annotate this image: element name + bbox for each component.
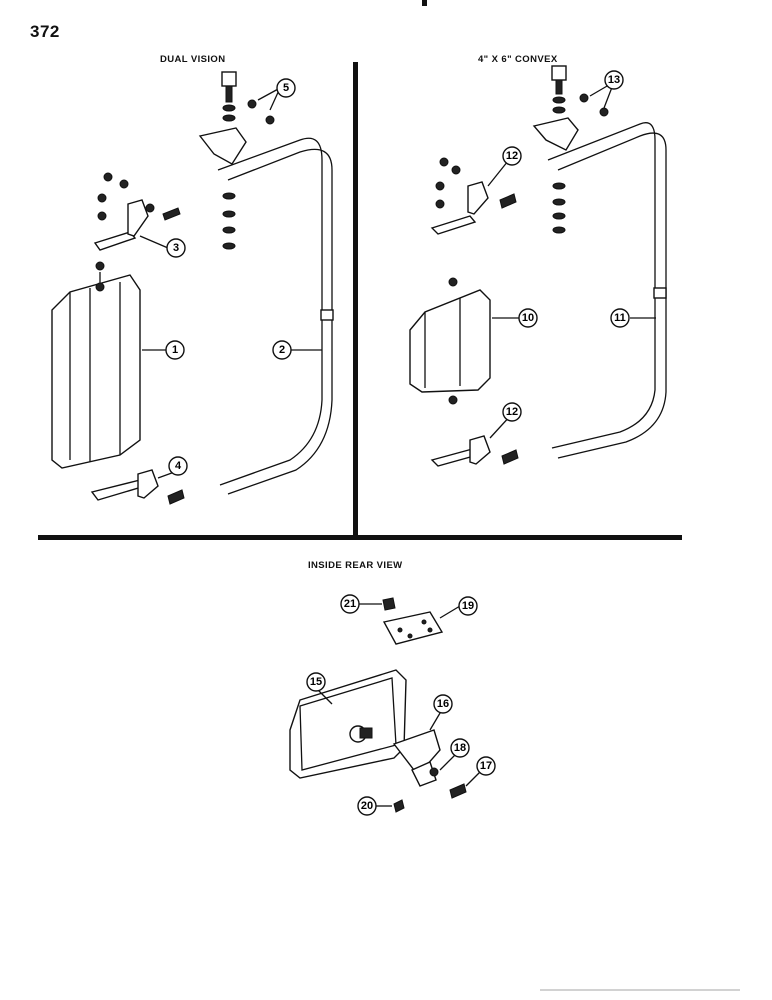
callout-2: 2 xyxy=(272,340,292,360)
callout-21: 21 xyxy=(340,594,360,614)
dual-vision-arm xyxy=(217,137,334,495)
callout-10: 10 xyxy=(518,308,538,328)
header-mark xyxy=(422,0,427,6)
callout-4: 4 xyxy=(168,456,188,476)
dual-vision-lower-bracket xyxy=(90,469,185,505)
section-title-dual-vision: DUAL VISION xyxy=(160,54,226,65)
svg-text:1: 1 xyxy=(172,344,178,356)
dual-vision-upper-bracket xyxy=(93,172,181,251)
callout-18: 18 xyxy=(450,738,470,758)
dual-vision-mirror-head xyxy=(51,261,141,469)
section-title-convex: 4" X 6" CONVEX xyxy=(478,54,558,65)
callout-19: 19 xyxy=(458,596,478,616)
svg-text:16: 16 xyxy=(437,698,449,710)
convex-upper-bracket xyxy=(430,157,517,235)
svg-text:21: 21 xyxy=(344,598,356,610)
callout-1: 1 xyxy=(165,340,185,360)
callout-12-lower: 12 xyxy=(502,402,522,422)
svg-text:5: 5 xyxy=(283,82,289,94)
callout-3: 3 xyxy=(166,238,186,258)
callout-13: 13 xyxy=(604,70,624,90)
dual-vision-top-bracket xyxy=(198,71,275,250)
section-title-inside-rear-view: INSIDE REAR VIEW xyxy=(308,560,403,571)
inside-mirror-bracket xyxy=(392,729,467,813)
callout-12-upper: 12 xyxy=(502,146,522,166)
svg-text:17: 17 xyxy=(480,760,492,772)
convex-lower-bracket xyxy=(430,435,519,467)
svg-text:3: 3 xyxy=(173,242,179,254)
callout-16: 16 xyxy=(433,694,453,714)
svg-text:12: 12 xyxy=(506,150,518,162)
svg-text:11: 11 xyxy=(614,312,626,324)
callout-17: 17 xyxy=(476,756,496,776)
vertical-divider xyxy=(353,62,358,536)
svg-text:4: 4 xyxy=(175,460,182,472)
svg-text:15: 15 xyxy=(310,676,322,688)
svg-text:18: 18 xyxy=(454,742,466,754)
convex-top-bracket xyxy=(532,65,609,234)
inside-mirror-glass xyxy=(289,669,407,779)
convex-mirror-head xyxy=(409,277,491,405)
svg-text:20: 20 xyxy=(361,800,373,812)
callout-11: 11 xyxy=(610,308,630,328)
convex-arm xyxy=(547,122,667,459)
svg-text:10: 10 xyxy=(522,312,534,324)
svg-text:12: 12 xyxy=(506,406,518,418)
callout-5: 5 xyxy=(276,78,296,98)
page-number: 372 xyxy=(30,22,60,41)
callout-20: 20 xyxy=(357,796,377,816)
svg-text:19: 19 xyxy=(462,600,474,612)
callout-15: 15 xyxy=(306,672,326,692)
inside-mirror-plate xyxy=(382,597,444,645)
svg-text:13: 13 xyxy=(608,74,620,86)
svg-text:2: 2 xyxy=(279,344,285,356)
horizontal-divider xyxy=(38,535,682,540)
